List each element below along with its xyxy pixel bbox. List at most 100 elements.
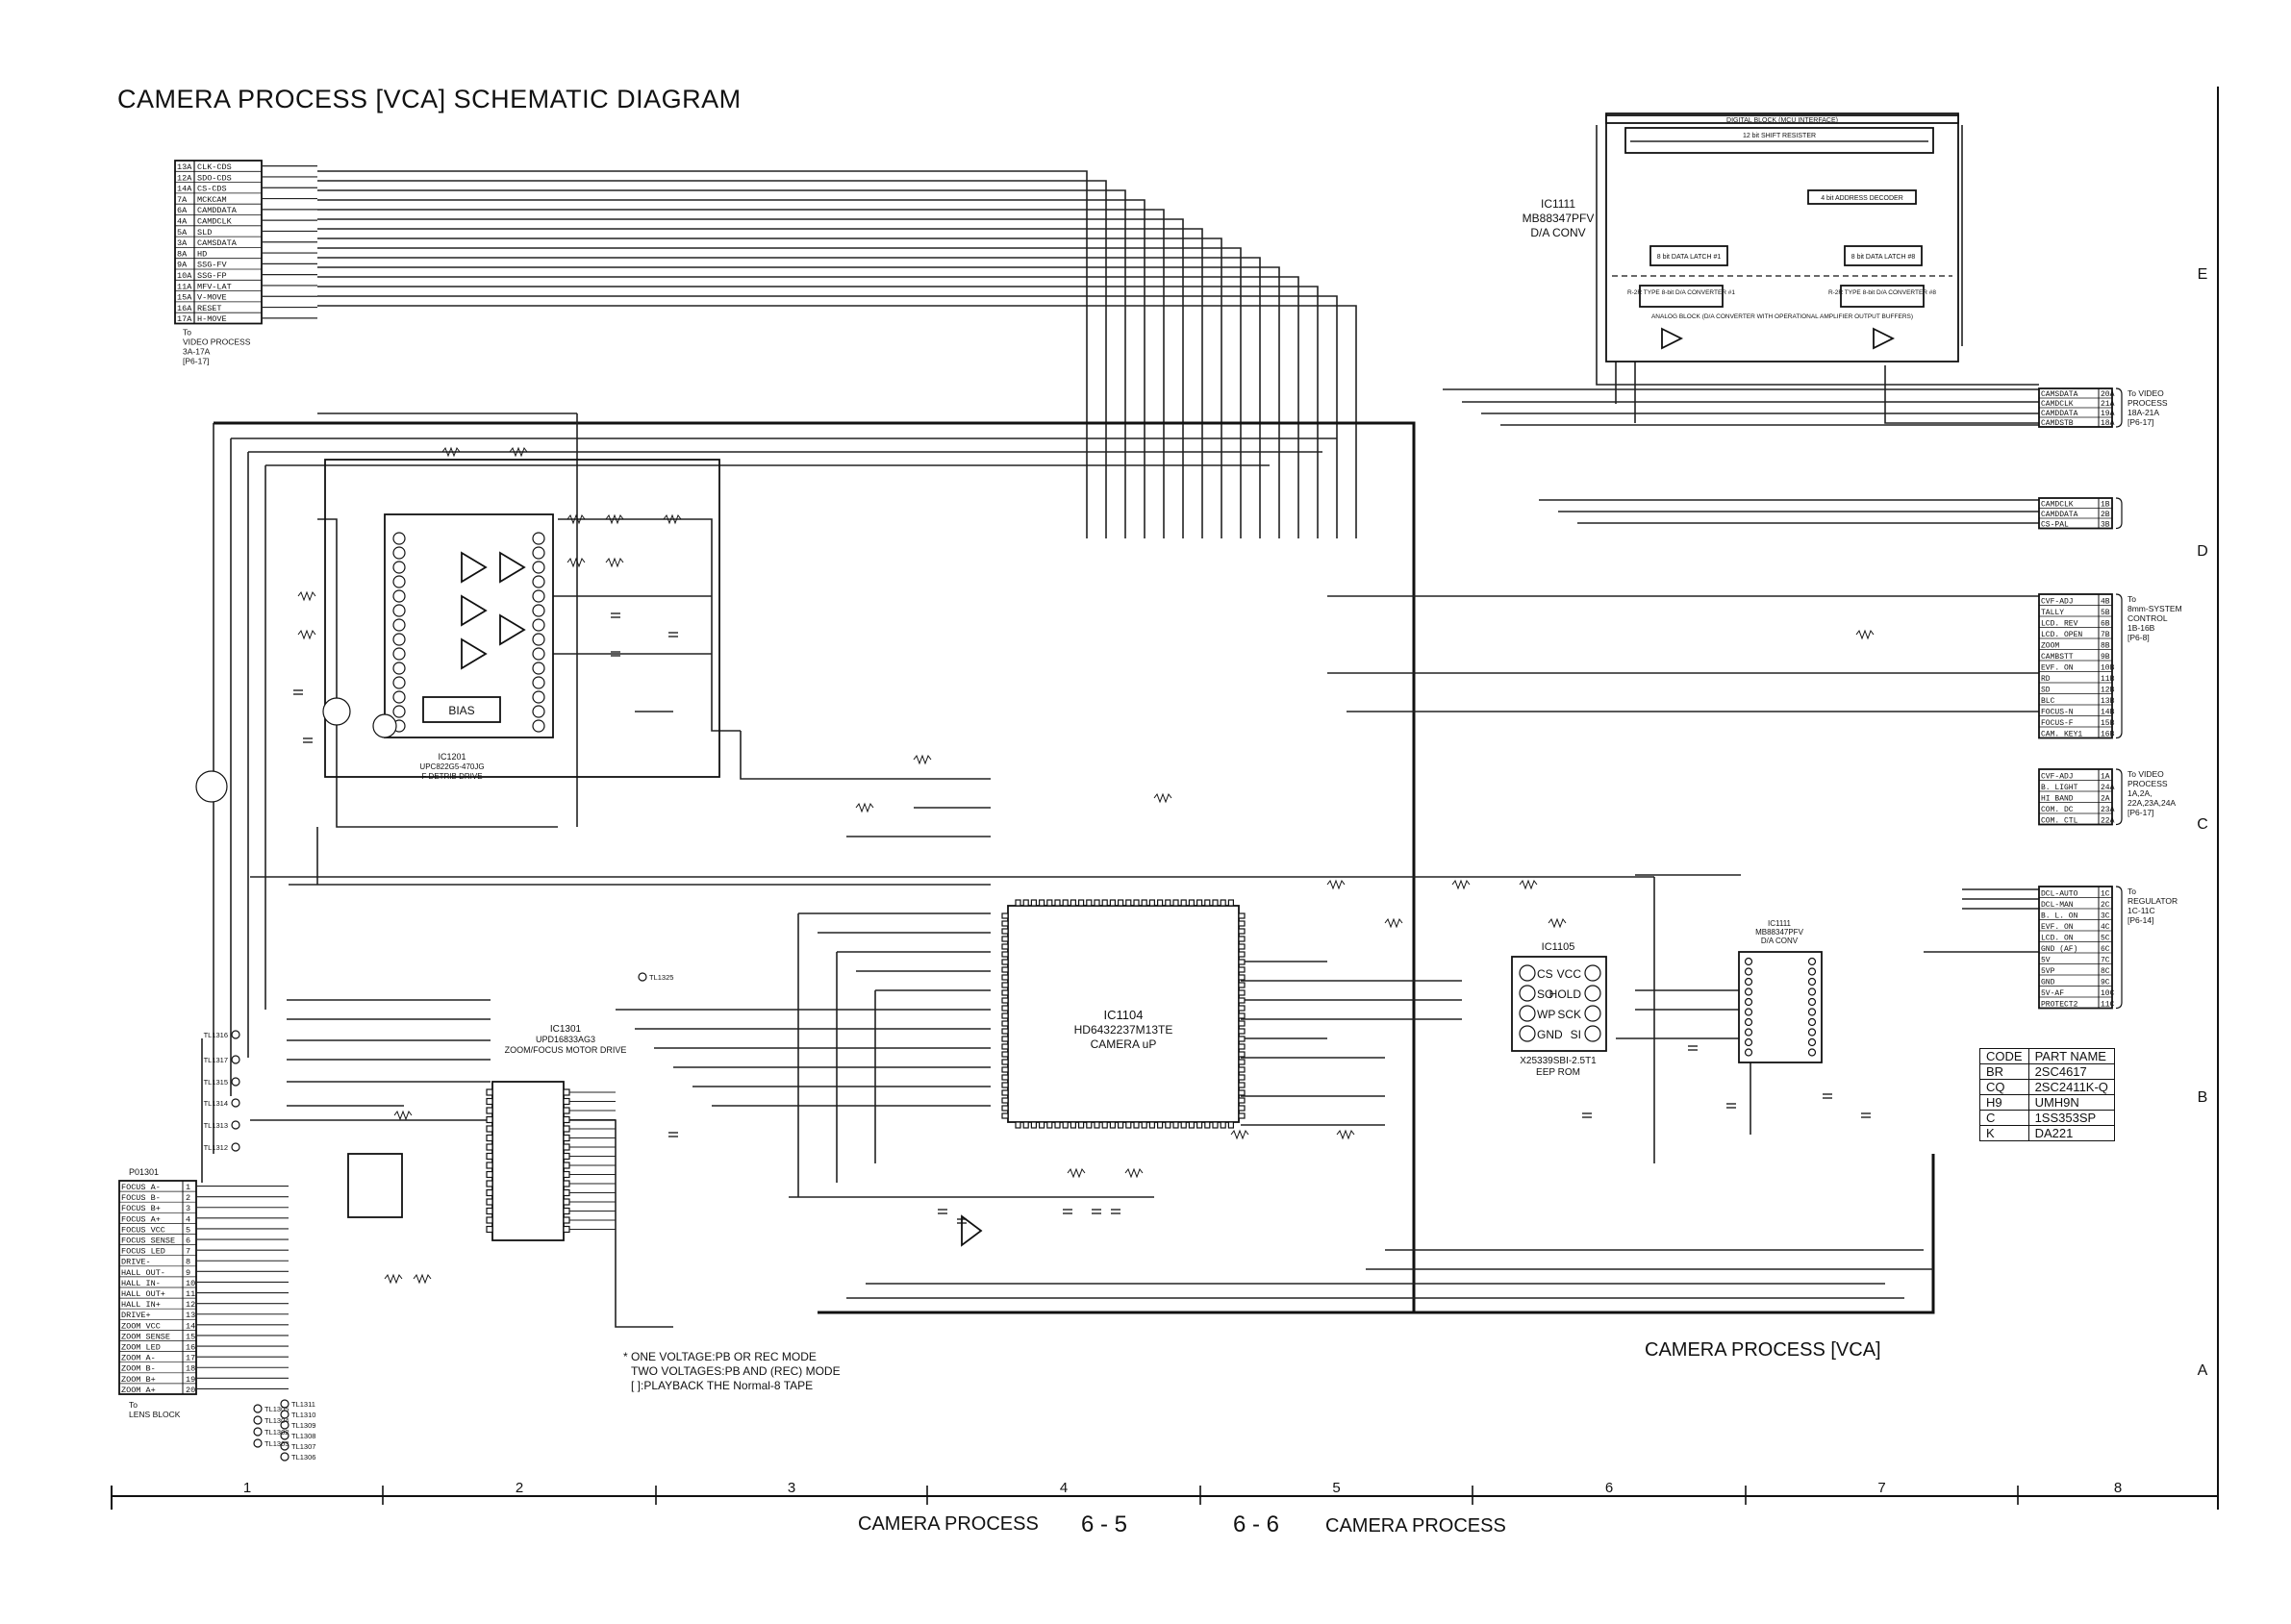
connector-note: To VIDEO — [2127, 769, 2164, 779]
connector-pin: 8B — [2101, 642, 2110, 651]
connector-pin-label: DCL-AUTO — [2041, 890, 2078, 899]
connector-pin: 13B — [2101, 697, 2115, 706]
parts-table-header-code: CODE — [1979, 1048, 2029, 1064]
connector-pin: 3B — [2101, 521, 2110, 530]
shift-register-label: 12 bit SHIFT RESISTER — [1743, 133, 1816, 139]
connector-pin: 8 — [186, 1258, 190, 1267]
connector-pin-label: CAMDCLK — [2041, 400, 2074, 409]
ic1111-da-converter-block: DIGITAL BLOCK (MCU INTERFACE) 12 bit SHI… — [1523, 112, 1959, 362]
connector-pin: 19A — [2101, 410, 2115, 418]
grid-column-label: 4 — [1060, 1480, 1068, 1496]
connector-pin-label: MCKCAM — [197, 195, 227, 205]
connector-pin-label: FOCUS LED — [121, 1247, 165, 1257]
ic1104-func: CAMERA uP — [1091, 1037, 1157, 1051]
connector-pin: 5A — [177, 228, 188, 237]
connector-pin-label: COM. CTL — [2041, 817, 2078, 826]
connector-pin: 15 — [186, 1332, 195, 1341]
connector-pin: 20A — [2101, 390, 2115, 399]
connector-pin: 11 — [186, 1289, 195, 1299]
connector-pin: 4A — [177, 217, 188, 227]
connector-note: 1A,2A, — [2127, 788, 2153, 798]
connector-pin: 4B — [2101, 598, 2110, 607]
connector-pin: 5C — [2101, 935, 2110, 943]
ic1105-part: X25339SBI-2.5T1 — [1520, 1056, 1597, 1066]
connector-note: To — [2127, 887, 2136, 896]
note-line: TWO VOLTAGES:PB AND (REC) MODE — [631, 1364, 841, 1378]
connector-pin: 14A — [177, 185, 192, 194]
ic1104-part: HD6432237M13TE — [1074, 1023, 1173, 1037]
connector-pin-label: CAMSDATA — [2041, 390, 2078, 399]
grid-row-label: B — [2198, 1089, 2208, 1106]
connector-pin: 12 — [186, 1300, 195, 1310]
connector-pin-label: MFV-LAT — [197, 282, 232, 291]
connector-pin-label: CS-PAL — [2041, 521, 2069, 530]
eeprom-pin-label: GND — [1537, 1028, 1563, 1041]
connector-pin: 2A — [2101, 795, 2110, 804]
connector-pin: 14 — [186, 1321, 195, 1331]
ic1104-camera-microprocessor: IC1104 HD6432237M13TE CAMERA uP — [1001, 899, 1246, 1129]
connector-note: To — [2127, 594, 2136, 604]
connector-pin-label: DRIVE- — [121, 1258, 151, 1267]
connector-pin: 13 — [186, 1311, 195, 1320]
table-cell: 1SS353SP — [2027, 1110, 2115, 1126]
block-label: CAMERA PROCESS [VCA] — [1645, 1339, 1881, 1361]
connector-pin: 11C — [2101, 1001, 2115, 1010]
connector-pin-label: HALL OUT- — [121, 1268, 165, 1278]
connector-pin: 2B — [2101, 511, 2110, 519]
connector-pin-label: GND (AF) — [2041, 945, 2077, 954]
ic1201-ref: IC1201 — [438, 752, 466, 762]
connector-pin: 2 — [186, 1193, 190, 1203]
connector-pin-label: H-MOVE — [197, 314, 227, 324]
connector-note: 18A-21A — [2127, 408, 2159, 417]
table-cell: 2SC4617 — [2027, 1063, 2115, 1080]
connector-pin: 3C — [2101, 912, 2110, 921]
connector-pin: 6A — [177, 206, 188, 215]
ic1201-func: F DETRIB DRIVE — [421, 772, 482, 781]
analog-block-label: ANALOG BLOCK (D/A CONVERTER WITH OPERATI… — [1651, 313, 1913, 320]
connector-pin-label: FOCUS A+ — [121, 1214, 161, 1224]
eeprom-pin-label: VCC — [1557, 967, 1582, 981]
ic1111-func: D/A CONV — [1530, 226, 1585, 239]
table-cell: BR — [1979, 1063, 2029, 1080]
grid-row-label: D — [2197, 543, 2208, 560]
connector-pin: 23A — [2101, 806, 2115, 814]
grid-column-label: 8 — [2114, 1480, 2122, 1496]
grid-row-label: C — [2197, 816, 2208, 833]
connector-pin-label: B. L. ON — [2041, 912, 2078, 921]
connector-pin: 16A — [177, 304, 192, 313]
footer-right-page: 6 - 6 — [1233, 1512, 1280, 1537]
ic1201-part: UPC822G5-470JG — [419, 762, 484, 771]
connector-pin-label: 5V — [2041, 957, 2051, 965]
connector-note: 1C-11C — [2127, 906, 2155, 915]
connector-pin-label: CAMDDATA — [2041, 410, 2078, 418]
connector-pin: 6C — [2101, 945, 2110, 954]
connector-note: 3A-17A — [183, 347, 211, 357]
test-point-label: TL1302 — [264, 1428, 289, 1437]
ic1111-ref: IC1111 — [1541, 197, 1575, 211]
grid-column-label: 1 — [243, 1480, 251, 1496]
ic1111-small-ref: IC1111 — [1768, 919, 1792, 928]
connector-pin: 7 — [186, 1247, 190, 1257]
connector-note: To VIDEO — [2127, 388, 2164, 398]
connector-pin-label: FOCUS SENSE — [121, 1237, 175, 1246]
test-point-label: TL1311 — [291, 1400, 315, 1409]
connector-pin: 5B — [2101, 609, 2110, 617]
connector-pin: 24A — [2101, 784, 2115, 792]
connector-pin: 17 — [186, 1354, 195, 1363]
connector-pin: 1B — [2101, 501, 2110, 510]
connector-pin-label: GND — [2041, 979, 2055, 987]
test-point-label: TL1314 — [204, 1099, 228, 1108]
connector-pin: 6B — [2101, 620, 2110, 629]
ic1111-small-func: D/A CONV — [1761, 937, 1799, 945]
connector-pin: 9B — [2101, 653, 2110, 662]
connector-pin: 7A — [177, 195, 188, 205]
connector-pin-label: SLD — [197, 228, 212, 237]
table-cell: K — [1979, 1125, 2029, 1141]
connector-pin: 22A — [2101, 817, 2115, 826]
ic1301-ref: IC1301 — [550, 1024, 582, 1035]
connector-pin: 12B — [2101, 687, 2115, 695]
test-point-label: TL1312 — [204, 1143, 228, 1152]
